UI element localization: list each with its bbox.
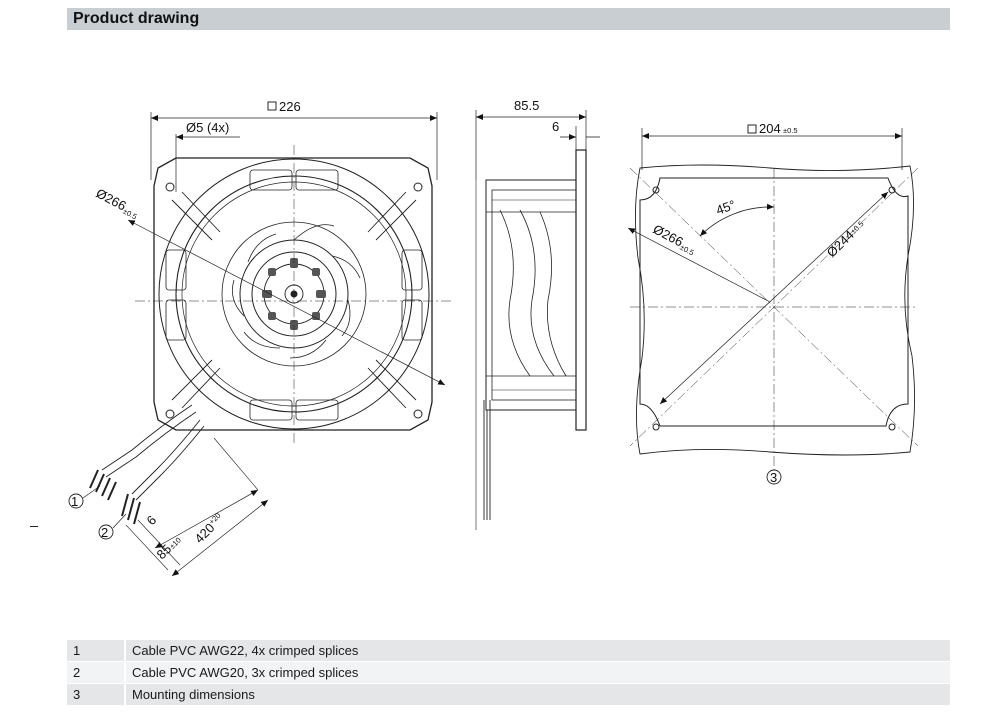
- mount-square-tolerance: ±0.5: [783, 126, 798, 135]
- legend-row: 2 Cable PVC AWG20, 3x crimped splices: [67, 661, 950, 684]
- legend-row: 1 Cable PVC AWG22, 4x crimped splices: [67, 640, 950, 662]
- front-view: [68, 112, 452, 577]
- mount-angle: 45°: [714, 197, 738, 218]
- legend-number: 1: [67, 640, 126, 662]
- section-header: Product drawing: [67, 8, 950, 30]
- legend-number: 3: [67, 683, 126, 706]
- width-dimension: 226: [279, 99, 301, 114]
- hole-dimension: Ø5 (4x): [186, 120, 229, 135]
- callout-1: 1: [71, 494, 78, 509]
- legend-row: 3 Mounting dimensions: [67, 683, 950, 706]
- housing-diameter-tolerance: ±0.5: [121, 207, 138, 222]
- legend-text: Cable PVC AWG20, 3x crimped splices: [125, 661, 950, 684]
- technical-drawing: 226 Ø5 (4x) Ø266 ±0.5 1 2 6 85 ±10 420 +…: [68, 98, 919, 577]
- mount-square-dimension: 204: [759, 121, 781, 136]
- margin-mark: [30, 526, 38, 527]
- mounting-view: [627, 128, 919, 485]
- mount-outer-diameter-tolerance: ±0.5: [678, 243, 695, 258]
- flange-dimension: 6: [552, 119, 559, 134]
- mount-inner-diameter-tolerance: ±0.5: [849, 219, 866, 236]
- depth-dimension: 85.5: [514, 98, 539, 113]
- callout-3: 3: [770, 470, 777, 485]
- strip-length: 6: [144, 512, 160, 528]
- legend-number: 2: [67, 661, 126, 684]
- section-title: Product drawing: [73, 10, 200, 27]
- callout-2: 2: [101, 525, 108, 540]
- legend-table: 1 Cable PVC AWG22, 4x crimped splices 2 …: [67, 640, 950, 706]
- legend-text: Mounting dimensions: [125, 683, 950, 706]
- legend-text: Cable PVC AWG22, 4x crimped splices: [125, 640, 950, 662]
- side-view: [475, 110, 600, 530]
